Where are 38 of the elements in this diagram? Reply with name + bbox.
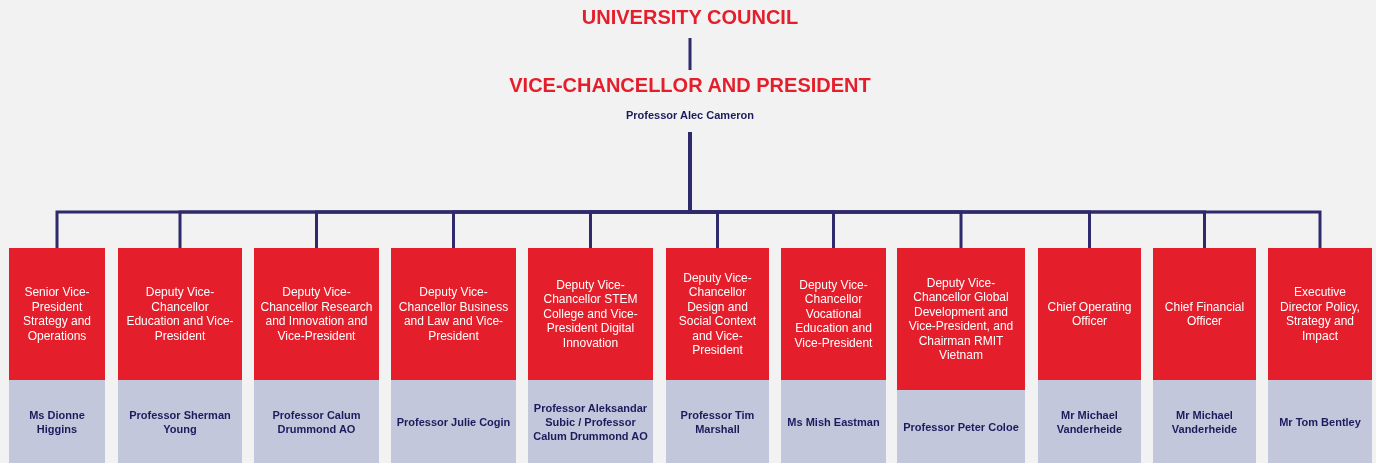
- position-card: [897, 248, 1025, 463]
- person-name: Mr Michael Vanderheide: [1055, 407, 1124, 436]
- person-name: Professor Calum Drummond AO: [271, 407, 362, 436]
- person-name: Professor Aleksandar Subic / Professor Calum Drummond AO: [532, 400, 649, 443]
- position-title: Deputy Vice-Chancellor Business and Law and Vice-President: [397, 285, 510, 343]
- position-title: Deputy Vice-Chancellor Vocational Education and Vice-President: [793, 277, 874, 351]
- person-name: Professor Tim Marshall: [679, 407, 756, 436]
- person-name: Mr Tom Bentley: [1279, 414, 1361, 429]
- position-card: [1268, 248, 1372, 463]
- person-name: Professor Sherman Young: [128, 407, 232, 436]
- position-title: Deputy Vice-Chancellor Research and Innovation and Vice-President: [259, 285, 374, 343]
- person-name: Professor Julie Cogin: [396, 414, 511, 429]
- person-name: Ms Dionne Higgins: [28, 407, 86, 436]
- person-name: Mr Michael Vanderheide: [1170, 407, 1239, 436]
- person-name: Ms Mish Eastman: [787, 414, 880, 429]
- position-card: [9, 248, 105, 463]
- position-card: [391, 248, 516, 463]
- heading: VICE-CHANCELLOR AND PRESIDENT: [508, 74, 872, 97]
- connector-line: [688, 132, 1322, 248]
- person-name: Professor Alec Cameron: [625, 109, 755, 121]
- position-title: Deputy Vice-Chancellor Global Development and Vice-President, and Chairman RMIT Vietnam: [907, 275, 1015, 363]
- position-card: [254, 248, 379, 463]
- position-title: Deputy Vice-Chancellor Education and Vice-President: [125, 285, 235, 343]
- position-title: Deputy Vice-Chancellor Design and Social Context and Vice-President: [677, 270, 758, 358]
- position-title: Chief Operating Officer: [1046, 299, 1133, 329]
- position-card: [1153, 248, 1256, 463]
- position-card: [528, 248, 653, 463]
- position-card: [1038, 248, 1141, 463]
- person-name: Professor Peter Coloe: [903, 419, 1019, 434]
- position-title: Chief Financial Officer: [1163, 299, 1246, 329]
- position-card: [118, 248, 242, 463]
- position-title: Executive Director Policy, Strategy and Impact: [1279, 285, 1361, 343]
- position-card: [781, 248, 886, 463]
- position-title: Senior Vice-President Strategy and Operations: [21, 285, 92, 343]
- heading: UNIVERSITY COUNCIL: [580, 6, 800, 29]
- connector-line: [688, 38, 692, 70]
- position-title: Deputy Vice-Chancellor STEM College and Vice-President Digital Innovation: [542, 277, 639, 351]
- position-card: [666, 248, 769, 463]
